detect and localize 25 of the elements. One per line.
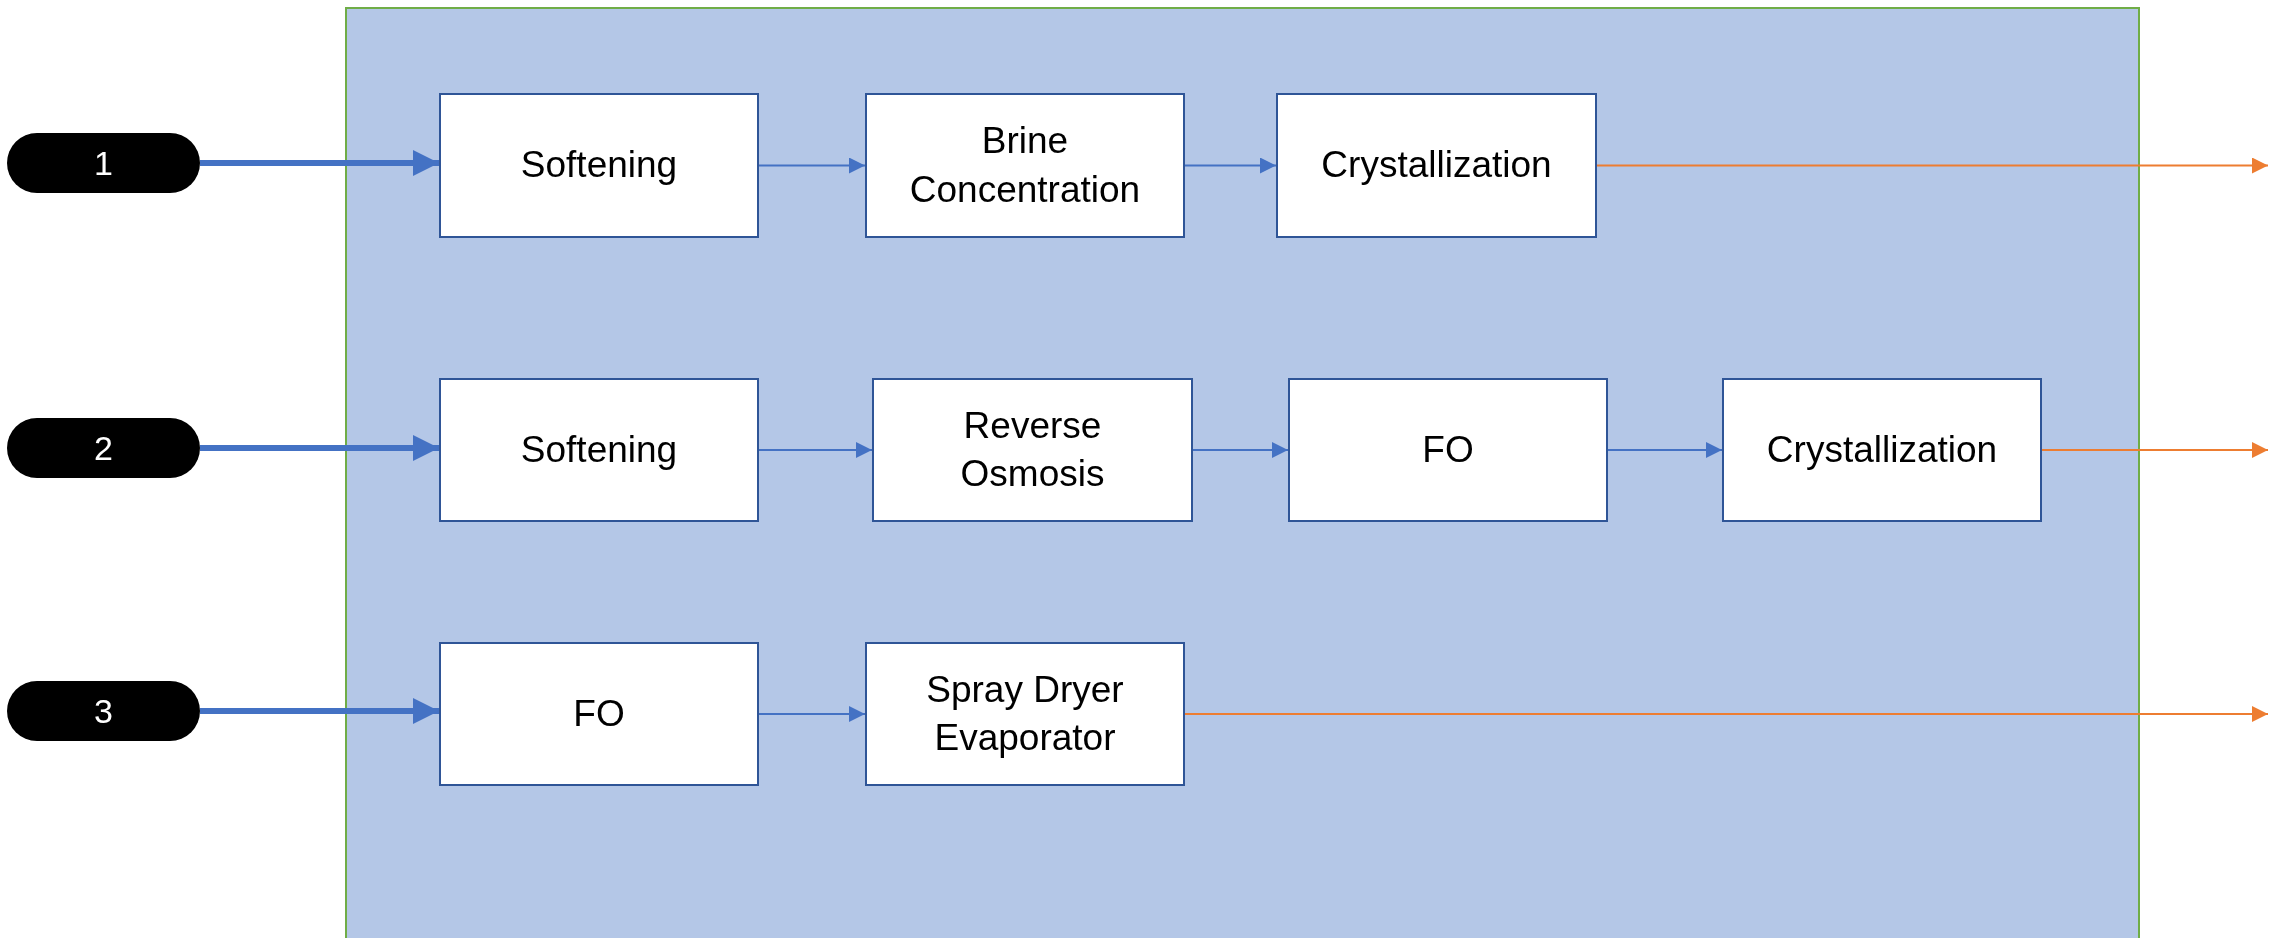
process-box: FO (1288, 378, 1608, 522)
process-box: Crystallization (1722, 378, 2042, 522)
stream-number-badge: 3 (7, 681, 200, 741)
process-box: Reverse Osmosis (872, 378, 1193, 522)
arrow (758, 442, 873, 458)
arrow (1192, 442, 1289, 458)
arrow (758, 706, 866, 722)
process-box: Softening (439, 378, 759, 522)
arrow (1184, 706, 2269, 722)
process-box: Brine Concentration (865, 93, 1185, 238)
arrow (200, 435, 439, 461)
arrow (200, 698, 439, 724)
stream-number-badge: 1 (7, 133, 200, 193)
stream-number-badge: 2 (7, 418, 200, 478)
process-box: Spray Dryer Evaporator (865, 642, 1185, 786)
arrow (1607, 442, 1723, 458)
process-box: Crystallization (1276, 93, 1597, 238)
arrow (2041, 442, 2269, 458)
process-box: FO (439, 642, 759, 786)
arrow (1596, 157, 2269, 174)
system-background-panel (345, 7, 2140, 938)
arrow (200, 150, 439, 176)
arrow (1184, 157, 1277, 174)
arrow (758, 157, 866, 174)
process-box: Softening (439, 93, 759, 238)
